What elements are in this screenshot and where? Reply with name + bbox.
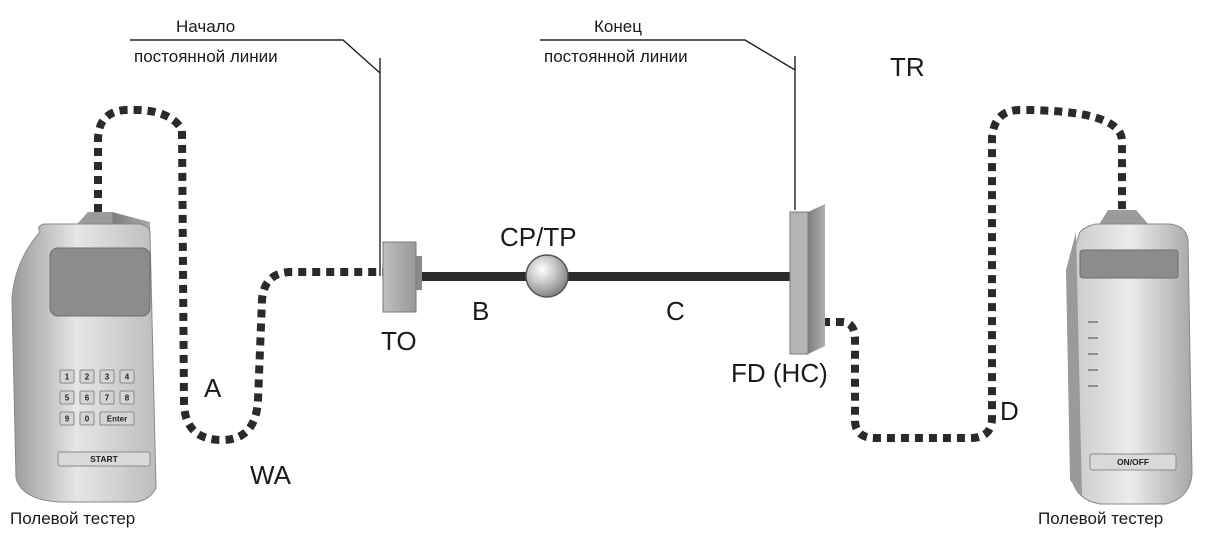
keypad-key	[59, 369, 75, 384]
cord-a-left	[94, 105, 384, 445]
label-c: C	[666, 296, 685, 326]
label-to: TO	[381, 326, 417, 356]
start-label-line1: Начало	[176, 17, 235, 36]
left-tester-caption: Полевой тестер	[10, 509, 135, 528]
pointer-lines	[130, 39, 796, 276]
keypad-key	[79, 369, 95, 384]
keypad-key-label: 7	[105, 394, 110, 403]
tester-display	[1079, 249, 1179, 279]
label-b: B	[472, 296, 489, 326]
floor-distributor-fd	[789, 204, 825, 355]
keypad-key-label: 8	[125, 394, 130, 403]
on-off-button	[1089, 453, 1177, 471]
field-tester-left: 1 2 3 4 5 6 7 8 9 0 Enter START	[11, 212, 157, 503]
keypad-key	[79, 390, 95, 405]
keypad-key	[99, 411, 135, 426]
end-pointer-line	[540, 39, 796, 71]
start-pointer-line	[130, 39, 381, 74]
start-button	[57, 451, 151, 467]
patch-cords	[94, 105, 1126, 445]
label-wa: WA	[250, 460, 292, 490]
keypad-key-label: 4	[125, 373, 130, 382]
keypad-key	[59, 390, 75, 405]
keypad-key	[119, 369, 135, 384]
tester-keypad: 1 2 3 4 5 6 7 8 9 0 Enter	[59, 369, 135, 426]
keypad-key	[99, 390, 115, 405]
on-off-button-label: ON/OFF	[1117, 457, 1149, 467]
keypad-key-label: 3	[105, 373, 110, 382]
permanent-link-cable	[422, 272, 794, 281]
keypad-key-label: Enter	[107, 415, 127, 424]
keypad-key-label: 9	[65, 415, 70, 424]
keypad-key-label: 6	[85, 394, 90, 403]
right-tester-caption: Полевой тестер	[1038, 509, 1163, 528]
keypad-key	[119, 390, 135, 405]
cable-segment-c	[566, 272, 794, 281]
start-label-line2: постоянной линии	[134, 47, 278, 66]
keypad-key-label: 1	[65, 373, 70, 382]
led-indicators	[1088, 321, 1098, 387]
keypad-key-label: 0	[85, 415, 90, 424]
cord-d-right	[822, 105, 1126, 442]
telecom-outlet-to	[382, 241, 422, 313]
field-tester-right: ON/OFF	[1066, 210, 1193, 505]
start-button-label: START	[90, 454, 119, 464]
end-label-line2: постоянной линии	[544, 47, 688, 66]
cable-segment-b	[422, 272, 528, 281]
label-a: A	[204, 373, 222, 403]
cp-tp-connector	[525, 254, 569, 298]
keypad-key	[79, 411, 95, 426]
label-cp-tp: CP/TP	[500, 222, 577, 252]
keypad-key	[59, 411, 75, 426]
tester-screen	[49, 247, 151, 317]
label-d: D	[1000, 396, 1019, 426]
keypad-key	[99, 369, 115, 384]
end-label-line1: Конец	[594, 17, 642, 36]
label-tr: TR	[890, 52, 925, 82]
keypad-key-label: 2	[85, 373, 90, 382]
keypad-key-label: 5	[65, 394, 70, 403]
label-fd-hc: FD (HC)	[731, 358, 828, 388]
